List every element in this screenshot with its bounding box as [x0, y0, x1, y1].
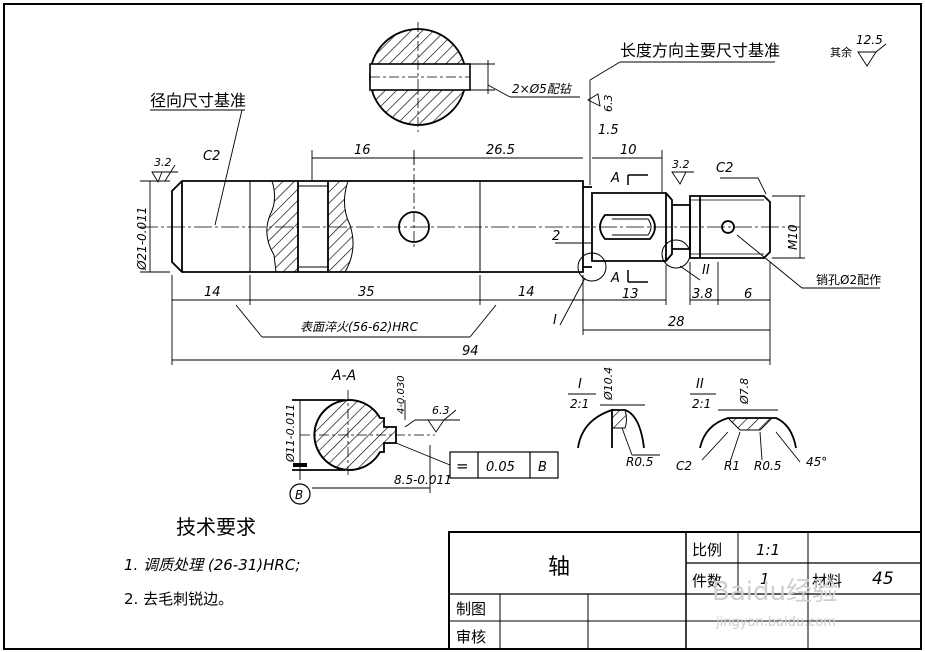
- dim-m10: M10: [786, 224, 800, 250]
- dim-13: 13: [622, 287, 639, 302]
- watermark-brand: Baidu经验: [712, 577, 838, 607]
- requirements-title: 技术要求: [176, 515, 256, 539]
- checked-label: 审核: [456, 628, 486, 646]
- detail-ii-circle: [661, 239, 691, 269]
- dim-26-5: 26.5: [486, 143, 515, 158]
- main-body-outline: [171, 180, 584, 273]
- dim-6: 6: [744, 287, 752, 302]
- detail-label-ii: II: [702, 263, 710, 278]
- radial-datum-label: 径向尺寸基准: [150, 91, 246, 110]
- remaining-roughness: 12.5: [856, 33, 883, 47]
- section-aa-title: A-A: [331, 368, 356, 384]
- dim-94: 94: [462, 344, 479, 359]
- part-name: 轴: [548, 555, 570, 580]
- detail-i-title: I: [578, 377, 582, 392]
- dim-main-diameter: Ø21-0.011: [135, 207, 149, 271]
- roughness-right: 3.2: [672, 158, 690, 171]
- sheet-border: [3, 3, 922, 650]
- section-aa-roughness: 6.3: [432, 404, 450, 417]
- detail-i-diameter: Ø10.4: [602, 367, 615, 401]
- detail-ii-diameter: Ø7.8: [738, 378, 751, 405]
- material-label: 材料: [812, 572, 842, 590]
- dim-35: 35: [358, 285, 375, 300]
- section-aa-diameter: Ø11-0.011: [284, 404, 297, 463]
- dim-10: 10: [620, 143, 637, 158]
- main-dimension-lines: [140, 43, 887, 365]
- requirement-1: 1. 调质处理 (26-31)HRC;: [124, 556, 300, 574]
- detail-i-radius: R0.5: [626, 455, 653, 469]
- roughness-face: 6.3: [602, 95, 615, 113]
- detail-ii-r1: R1: [724, 459, 740, 473]
- detail-ii-c2: C2: [676, 459, 692, 473]
- top-section-view: [369, 22, 580, 132]
- dim-2: 2: [552, 229, 560, 244]
- dim-3-8: 3.8: [692, 287, 713, 302]
- roughness-left: 3.2: [154, 156, 172, 169]
- dim-1-5: 1.5: [598, 123, 619, 138]
- tolerance-symbol: =: [456, 457, 469, 475]
- dim-28: 28: [668, 315, 685, 330]
- remaining-label: 其余: [830, 45, 852, 59]
- section-aa-keyway-width: 4-0.030: [396, 375, 407, 414]
- pin-hole-callout: 2×Ø5配钻: [512, 82, 573, 96]
- requirement-2: 2. 去毛刺锐边。: [124, 590, 233, 608]
- detail-i-circle: [577, 252, 607, 282]
- dim-14-left: 14: [204, 285, 221, 300]
- section-aa-view: [289, 390, 559, 505]
- detail-ii-view: [690, 393, 801, 463]
- watermark-url: jingyan.baidu.com: [715, 615, 836, 630]
- length-datum-label: 长度方向主要尺寸基准: [620, 41, 780, 60]
- qty-label: 件数: [692, 572, 722, 590]
- detail-ii-angle: 45°: [806, 455, 827, 469]
- chamfer-c2-right: C2: [716, 161, 733, 176]
- dim-16: 16: [354, 143, 371, 158]
- tolerance-frame: [449, 451, 559, 479]
- detail-label-i: I: [553, 313, 557, 328]
- section-label-a-top: A: [610, 171, 620, 186]
- title-block: [448, 531, 922, 650]
- main-view: [140, 155, 800, 282]
- scale-value: 1:1: [756, 541, 780, 559]
- hardening-callout: 表面淬火(56-62)HRC: [300, 320, 419, 334]
- dim-14-right: 14: [518, 285, 535, 300]
- section-label-a-bottom: A: [610, 271, 620, 286]
- datum-b-label: B: [295, 488, 303, 502]
- small-pin-hole-callout: 销孔Ø2配作: [816, 273, 881, 287]
- scale-label: 比例: [692, 541, 722, 559]
- threaded-end: [689, 195, 771, 259]
- detail-ii-scale: 2:1: [692, 397, 711, 411]
- qty-value: 1: [760, 570, 770, 588]
- material-value: 45: [872, 569, 894, 589]
- chamfer-c2-left: C2: [203, 149, 220, 164]
- tolerance-datum: B: [538, 460, 547, 475]
- detail-ii-title: II: [696, 377, 704, 392]
- detail-ii-r05: R0.5: [754, 459, 781, 473]
- section-aa-depth: 8.5-0.011: [394, 473, 452, 487]
- keyway: [599, 214, 656, 240]
- detail-i-scale: 2:1: [570, 397, 589, 411]
- pin-hole: [721, 220, 735, 234]
- tolerance-value: 0.05: [486, 460, 515, 475]
- detail-i-view: [568, 393, 660, 456]
- drawn-label: 制图: [456, 600, 486, 618]
- datum-b-circle: [289, 483, 311, 505]
